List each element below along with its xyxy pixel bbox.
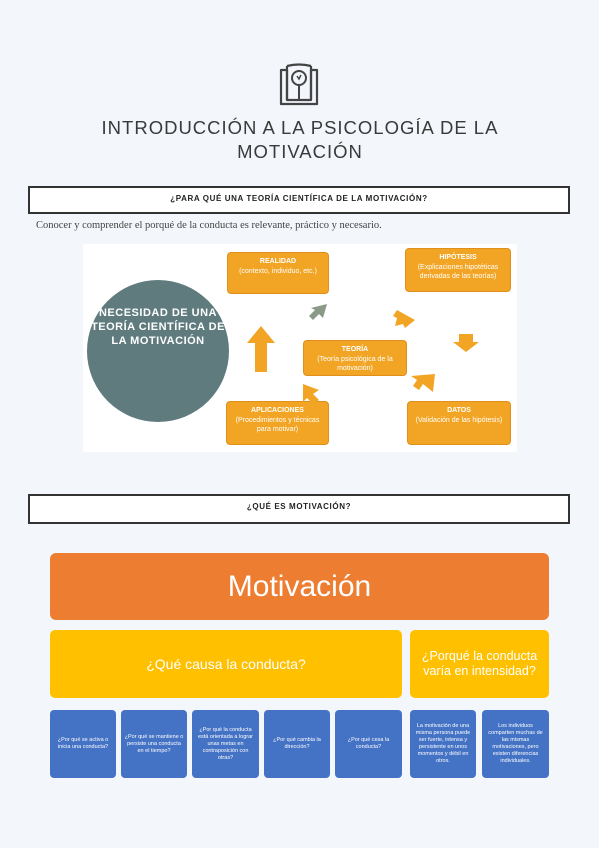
box-aplicaciones-body: (Procedimientos y técnicas para motivar) — [235, 416, 320, 434]
need-circle: NECESIDAD DE UNA TEORÍA CIENTÍFICA DE LA… — [87, 280, 229, 422]
question-text-4: ¿Por qué cambia la dirección? — [273, 737, 321, 750]
motivacion-root-box: Motivación — [50, 553, 549, 620]
cause-box: ¿Qué causa la conducta? — [50, 630, 402, 698]
arrow-diag-upleft-icon — [303, 384, 319, 404]
answer-text-1: La motivación de una misma persona puede… — [415, 723, 471, 764]
box-datos-body: (Validación de las hipótesis) — [415, 416, 503, 424]
cause-text: ¿Qué causa la conducta? — [146, 656, 306, 672]
question-text-2: ¿Por qué se mantiene o persiste una cond… — [124, 733, 184, 754]
arrow-down-icon — [453, 334, 479, 352]
box-hipotesis: HIPÓTESIS (Explicaciones hipotéticas der… — [405, 248, 511, 292]
intro-paragraph: Conocer y comprender el porqué de la con… — [36, 220, 382, 231]
box-teoria: TEORÍA (Teoría psicológica de la motivac… — [303, 340, 407, 376]
motivation-cycle-diagram: NECESIDAD DE UNA TEORÍA CIENTÍFICA DE LA… — [83, 244, 517, 452]
box-datos-head: DATOS — [447, 407, 471, 414]
question-text-3: ¿Por qué la conducta está orientada a lo… — [197, 726, 254, 761]
arrow-diag-gray-icon — [309, 304, 327, 320]
section-heading-1-text: ¿PARA QUÉ UNA TEORÍA CIENTÍFICA DE LA MO… — [170, 194, 428, 203]
box-teoria-head: TEORÍA — [341, 346, 369, 353]
book-bulb-icon — [279, 63, 319, 106]
section-heading-1: ¿PARA QUÉ UNA TEORÍA CIENTÍFICA DE LA MO… — [28, 186, 570, 214]
section-heading-2: ¿QUÉ ES MOTIVACIÓN? — [28, 494, 570, 524]
question-text-5: ¿Por qué cesa la conducta? — [347, 737, 390, 750]
box-realidad-head: REALIDAD — [259, 258, 297, 265]
box-realidad-body: (contexto, individuo, etc.) — [239, 267, 317, 275]
arrow-up-icon — [247, 326, 275, 372]
question-box-2: ¿Por qué se mantiene o persiste una cond… — [121, 710, 187, 778]
variance-text: ¿Porqué la conducta varía en intensidad? — [421, 649, 538, 678]
page-title: INTRODUCCIÓN A LA PSICOLOGÍA DE LA MOTIV… — [101, 117, 499, 162]
answer-box-2: Los individuos comparten muchas de las m… — [482, 710, 549, 778]
box-datos: DATOS (Validación de las hipótesis) — [407, 401, 511, 445]
question-box-4: ¿Por qué cambia la dirección? — [264, 710, 330, 778]
question-box-1: ¿Por qué se activa o inicia una conducta… — [50, 710, 116, 778]
need-circle-text: NECESIDAD DE UNA TEORÍA CIENTÍFICA DE LA… — [91, 307, 225, 347]
box-aplicaciones-head: APLICACIONES — [251, 407, 304, 414]
question-box-5: ¿Por qué cesa la conducta? — [335, 710, 402, 778]
variance-box: ¿Porqué la conducta varía en intensidad? — [410, 630, 549, 698]
box-teoria-body: (Teoría psicológica de la motivación) — [317, 355, 393, 373]
box-hipotesis-body: (Explicaciones hipotéticas derivadas de … — [417, 263, 499, 281]
box-aplicaciones: APLICACIONES (Procedimientos y técnicas … — [226, 401, 329, 445]
box-realidad: REALIDAD (contexto, individuo, etc.) — [227, 252, 329, 294]
diagram-arrows — [247, 304, 479, 404]
answer-box-1: La motivación de una misma persona puede… — [410, 710, 476, 778]
question-box-3: ¿Por qué la conducta está orientada a lo… — [192, 710, 259, 778]
motivacion-root-text: Motivación — [227, 570, 372, 603]
answer-text-2: Los individuos comparten muchas de las m… — [488, 723, 543, 764]
question-text-1: ¿Por qué se activa o inicia una conducta… — [57, 737, 109, 750]
section-heading-2-text: ¿QUÉ ES MOTIVACIÓN? — [246, 502, 352, 511]
arrow-diag-right-icon — [393, 310, 415, 328]
box-hipotesis-head: HIPÓTESIS — [439, 254, 477, 261]
arrow-diag-left-icon — [411, 374, 435, 392]
